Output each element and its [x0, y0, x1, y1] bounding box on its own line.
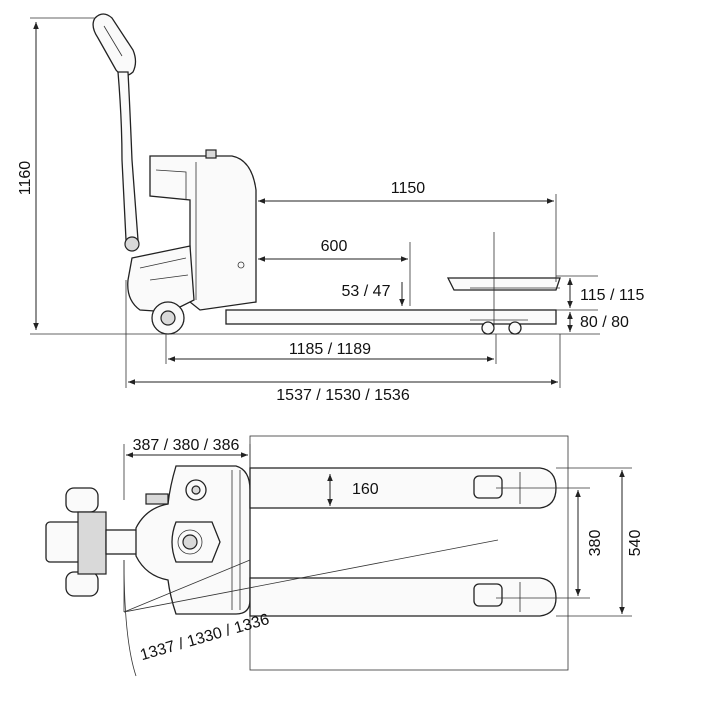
- side-view: 1160 1150 600 53 / 47 115 / 115 80 / 80 …: [17, 13, 644, 404]
- dim-fork-spread-inner: 380: [587, 530, 604, 557]
- forks-top: [249, 467, 557, 617]
- dim-fork-spread-outer: 540: [627, 530, 644, 557]
- dim-height-total: 1160: [17, 161, 34, 196]
- tiller-top: [45, 487, 141, 597]
- dim-fork-length: 1150: [391, 180, 426, 197]
- body-top: [135, 465, 251, 615]
- dim-turning-radius: 1337 / 1330 / 1336: [138, 611, 271, 664]
- fork-side: [225, 277, 561, 335]
- dim-head-length: 387 / 380 / 386: [133, 437, 240, 454]
- dim-fork-height: 80 / 80: [580, 314, 629, 331]
- dim-wheelbase: 1185 / 1189: [289, 341, 371, 358]
- truck-body: [127, 149, 257, 313]
- dim-lift-height: 115 / 115: [580, 287, 644, 304]
- dim-lowered-height: 53 / 47: [342, 283, 391, 300]
- tiller-handle: [92, 13, 140, 252]
- dim-overall-length: 1537 / 1530 / 1536: [276, 387, 410, 404]
- dim-load-center: 600: [321, 238, 348, 255]
- top-view: 387 / 380 / 386: [45, 435, 644, 677]
- dim-fork-gap: 160: [352, 481, 379, 498]
